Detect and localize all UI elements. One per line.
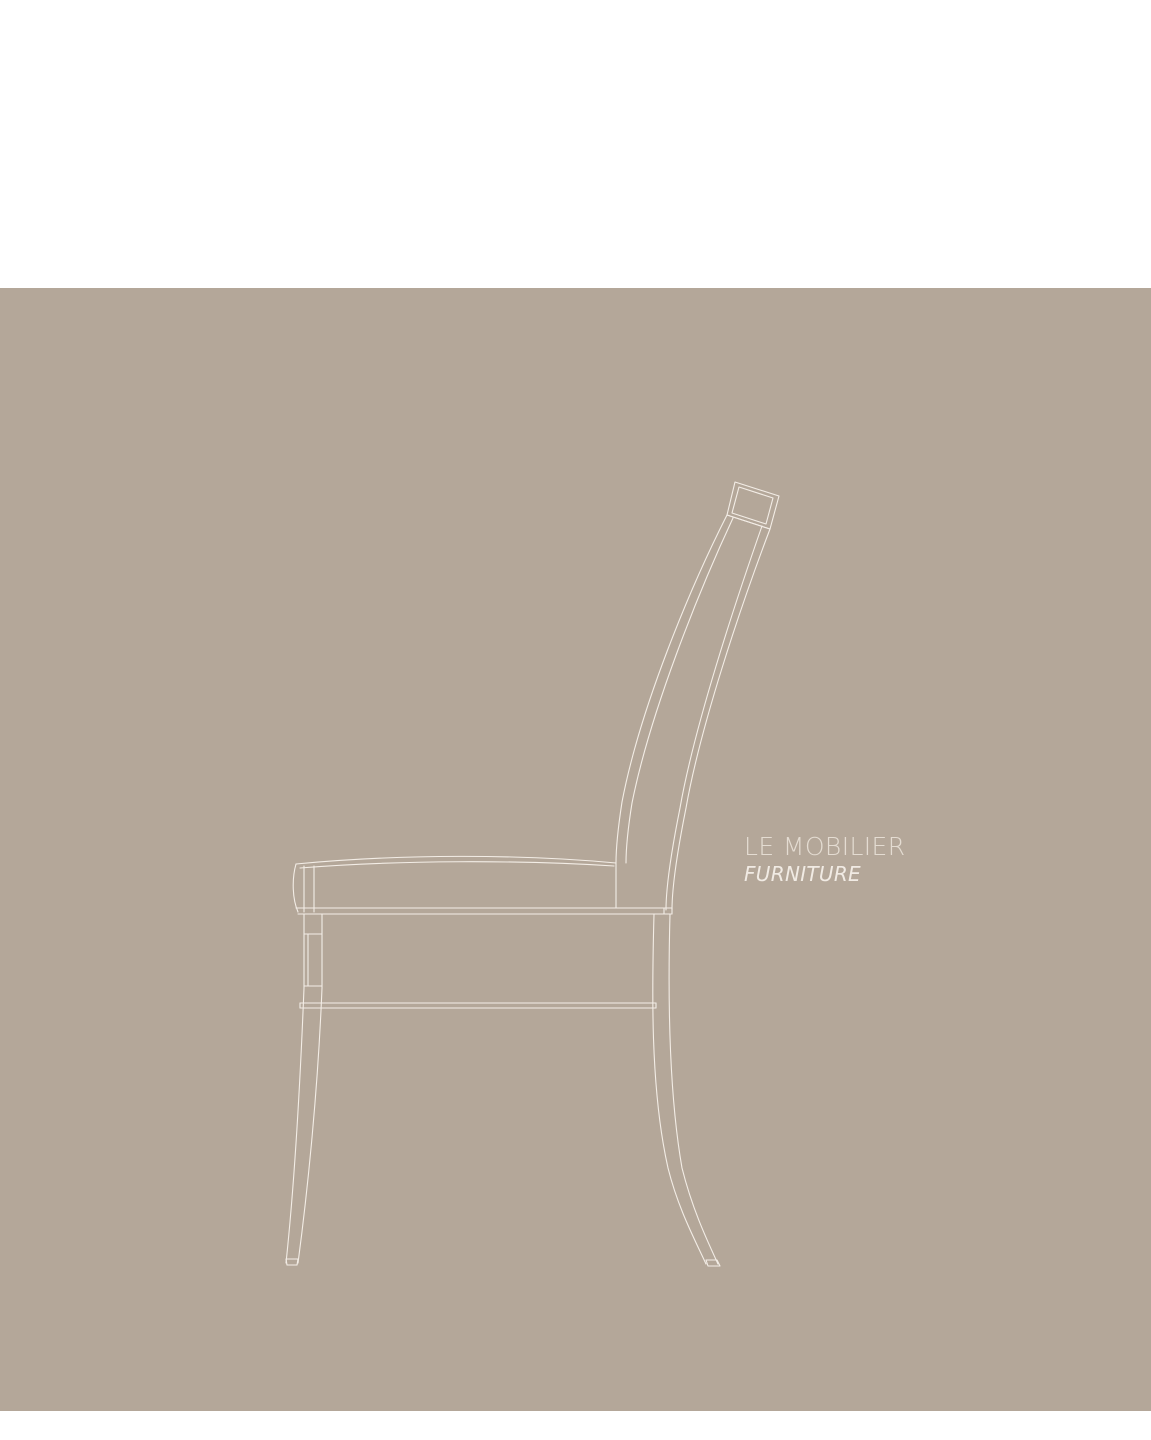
taupe-panel: LE MOBILIER FURNITURE — [0, 288, 1151, 1411]
front-leg-inner — [297, 913, 323, 1264]
backrest-back-curve-inner — [665, 525, 763, 911]
backrest-back-curve — [671, 528, 771, 911]
backrest-cap-inner — [731, 486, 774, 525]
chair-line-illustration — [285, 481, 780, 1267]
back-leg-outer — [652, 913, 707, 1265]
section-subtitle: FURNITURE — [744, 862, 861, 886]
backrest-front-curve — [615, 514, 728, 864]
back-leg-inner — [668, 913, 719, 1265]
front-leg-foot — [285, 1258, 299, 1266]
front-leg-outer — [285, 913, 305, 1264]
section-title: LE MOBILIER — [744, 832, 906, 861]
backrest-front-curve-inner — [625, 517, 734, 864]
title-block: LE MOBILIER FURNITURE — [744, 832, 906, 886]
back-leg-foot — [705, 1259, 721, 1267]
seat-cushion-top-inner — [299, 861, 615, 869]
seat-front-roll — [292, 863, 299, 913]
seat-cushion-top — [295, 855, 617, 865]
backrest-cap-join — [726, 514, 771, 530]
